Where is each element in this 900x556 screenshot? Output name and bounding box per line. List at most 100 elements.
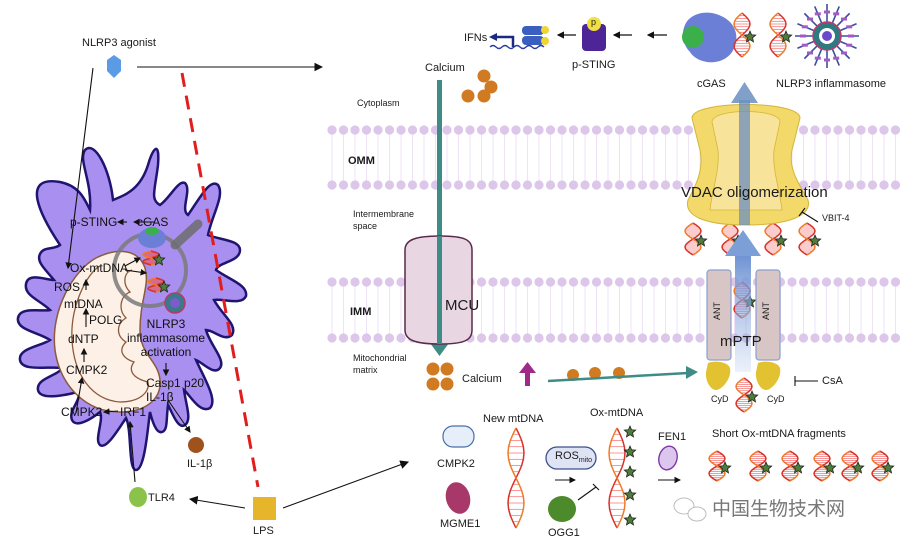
matrix-calcium-label: Calcium [462,373,502,385]
oxidation-star-icon [743,29,757,43]
lipid-head [338,333,349,343]
lipid-head [856,333,866,343]
lipid-head [890,180,900,190]
lipid-head [442,125,452,135]
lipid-head [879,125,889,135]
lipid-head [810,125,820,135]
calcium-ions [426,69,625,391]
released-ox-mtdna-icon [798,222,822,256]
ogg1-inhibition-line [577,486,597,501]
omm-label: OMM [348,155,375,167]
arrow-oxmtdna-nlrp3 [124,268,148,276]
lipid-head [534,277,544,287]
lipid-head [683,277,694,287]
inflammasome-adapter [824,10,830,14]
cell-ros-label: ROS [54,280,81,294]
lipid-head [867,125,878,135]
vdac-oligomerization-label: VDAC oligomerization [681,184,828,201]
cell-activation-label: activation [140,345,192,359]
ogg1-icon [548,496,576,522]
tlr4-label: TLR4 [148,492,175,504]
calcium-ion [426,362,440,376]
lipid-head [591,180,602,190]
matrix-label: matrix [353,365,378,375]
lipid-head [327,333,337,343]
lipid-head [603,180,613,190]
calcium-to-mptp-arrow [547,371,689,383]
magnifier-handle [170,219,203,250]
vbit4-label: VBIT-4 [822,213,850,223]
lipid-head [637,180,648,190]
lipid-head [488,180,498,190]
inflammasome-adapter [833,12,840,16]
lipid-head [695,333,705,343]
nlrp3-agonist-icon [107,55,121,78]
lipid-head [833,333,843,343]
lipid-head [327,277,337,287]
arrow-irf1-cmpk2 [102,408,119,415]
lipid-head [511,180,521,190]
lipid-head [384,333,395,343]
immune-cell [16,146,248,472]
mini-dna-icon [142,250,166,266]
dna-strand [684,222,702,256]
cell-nlrp3-label: NLRP3 [146,317,186,331]
lipid-head [844,277,855,287]
lipid-head [350,333,360,343]
lipid-head [672,277,682,287]
lipid-head [488,277,498,287]
lipid-head [683,333,694,343]
intermembrane-label: Intermembrane [353,209,415,219]
irf3-dimer-bottom [522,36,544,45]
lipid-head [695,277,705,287]
vdac-transport-arrowhead [731,82,758,103]
dna-helix-icon [733,12,757,58]
lipid-head [867,180,878,190]
calcium-ion [484,80,498,94]
transcription-arrowhead-icon [489,33,497,41]
mptp-transport-arrow [735,252,751,372]
dna-strand [813,450,831,482]
ros-mito-sub: mito [578,457,593,465]
lipid-head [844,125,855,135]
lipid-head [499,277,510,287]
short-fragment-icon [871,450,895,482]
lipid-head [672,125,682,135]
p-sting-icon [582,24,606,51]
cell-casp1-label: Casp1 p20 [146,376,205,390]
lipid-head [511,125,521,135]
imm-label: IMM [350,306,372,318]
lipid-head [488,333,498,343]
lipid-head [844,180,855,190]
lipid-head [879,277,889,287]
dna-strand [769,12,787,58]
dna-helix-icon [769,12,793,58]
inflammasome-adapter [807,17,814,21]
cell-ox-mtdna-label: Ox-mtDNA [70,261,128,275]
inflammasome-center [822,31,832,41]
lipid-head [879,180,889,190]
fen1-icon [658,445,678,471]
lipid-head [338,125,349,135]
lipid-head [419,125,429,135]
oxidation-star-icon [823,460,837,474]
calcium-increase-arrow [525,372,530,386]
lipid-head [373,333,383,343]
ogg1-inhibition-bar [592,483,600,491]
lipid-head [580,125,590,135]
lipid-head [465,125,475,135]
lipid-head [626,180,636,190]
lipid-head [867,333,878,343]
dna-strand [507,427,525,529]
ros-mito-icon [545,446,597,470]
lipid-head [545,125,556,135]
inflammasome-adapter [846,43,853,47]
inflammasome-adapter [801,43,808,47]
lipid-head [453,180,464,190]
lipid-head [350,277,360,287]
lipid-head [890,333,900,343]
released-ox-mtdna-icon [684,222,708,256]
lipid-head [683,125,694,135]
arrow-tlr4-irf1 [127,420,136,483]
irf3-phospho-icon-2 [541,37,549,45]
